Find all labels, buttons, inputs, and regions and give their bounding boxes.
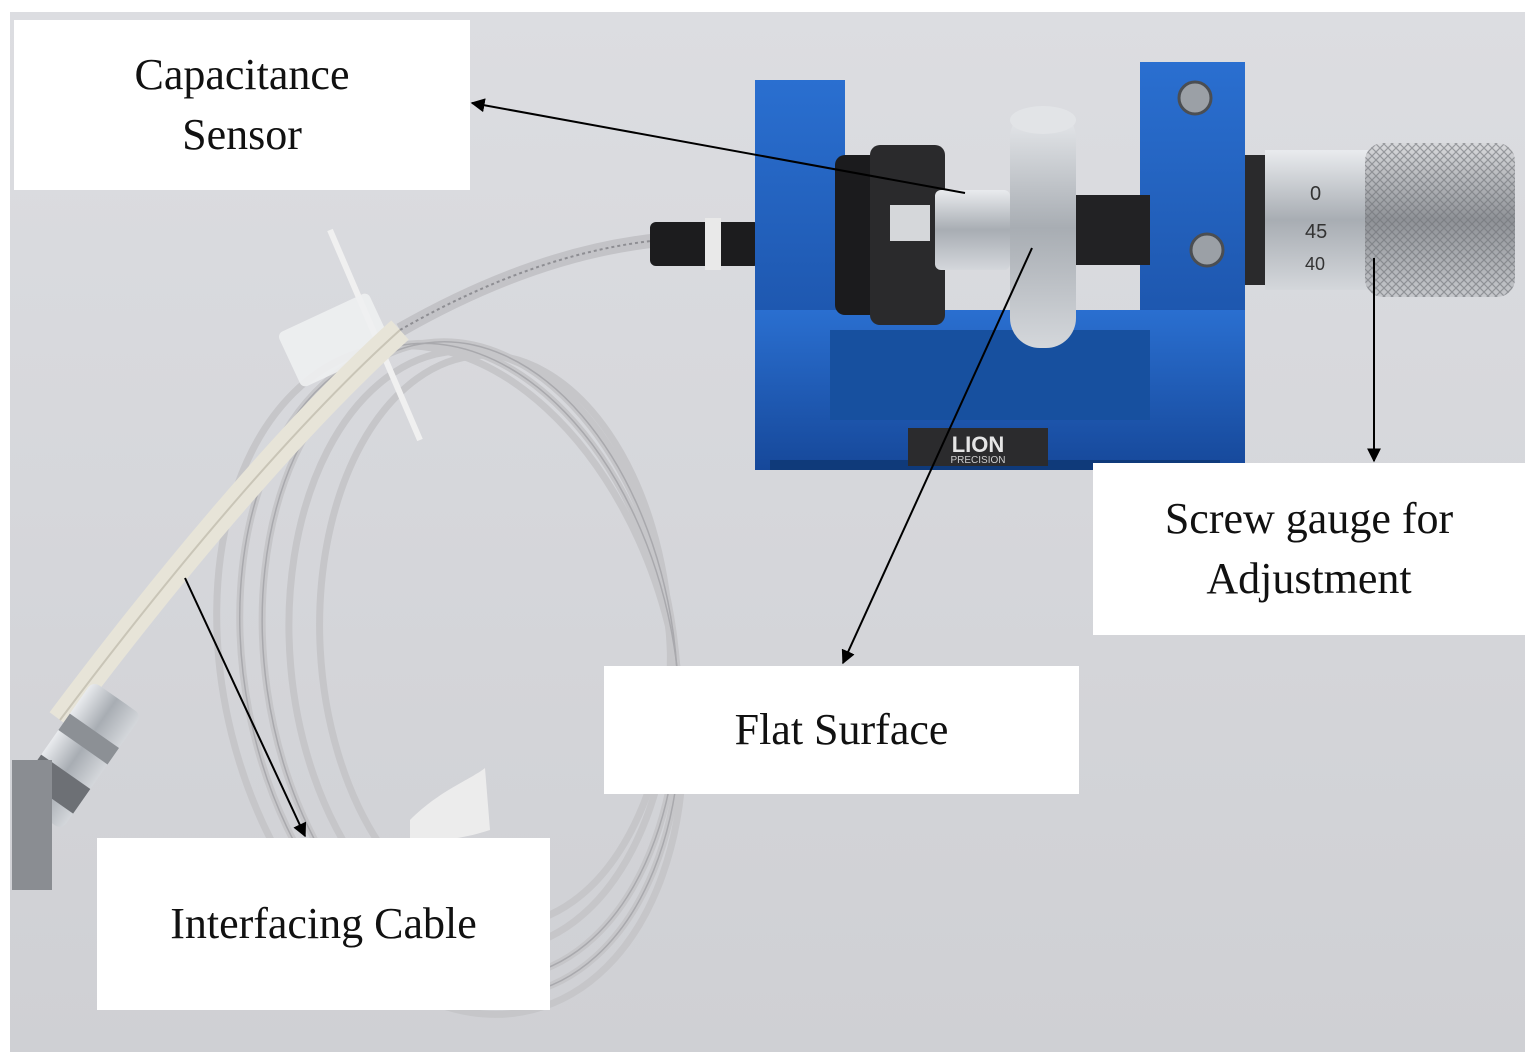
label-screw-line-1: Screw gauge for [1164,494,1454,543]
label-screw-gauge: Screw gauge for Adjustment [1093,463,1525,635]
gauge-tick-0: 0 [1310,183,1321,205]
gauge-tick-2: 40 [1305,254,1325,274]
label-interfacing-cable: Interfacing Cable [97,838,550,1010]
gauge-tick-1: 45 [1305,221,1327,243]
label-flat-surface: Flat Surface [604,666,1079,794]
label-capacitance-line-2: Sensor [182,110,302,159]
label-capacitance-sensor: Capacitance Sensor [14,20,470,190]
label-capacitance-line-1: Capacitance [134,50,350,99]
screw-gauge: 0 45 40 [1245,143,1515,297]
brand-sub-label: PRECISION [950,455,1005,466]
label-flat-text: Flat Surface [734,705,949,754]
label-cable-text: Interfacing Cable [170,899,477,948]
label-screw-line-2: Adjustment [1206,554,1412,603]
brand-label: LION [952,432,1005,457]
